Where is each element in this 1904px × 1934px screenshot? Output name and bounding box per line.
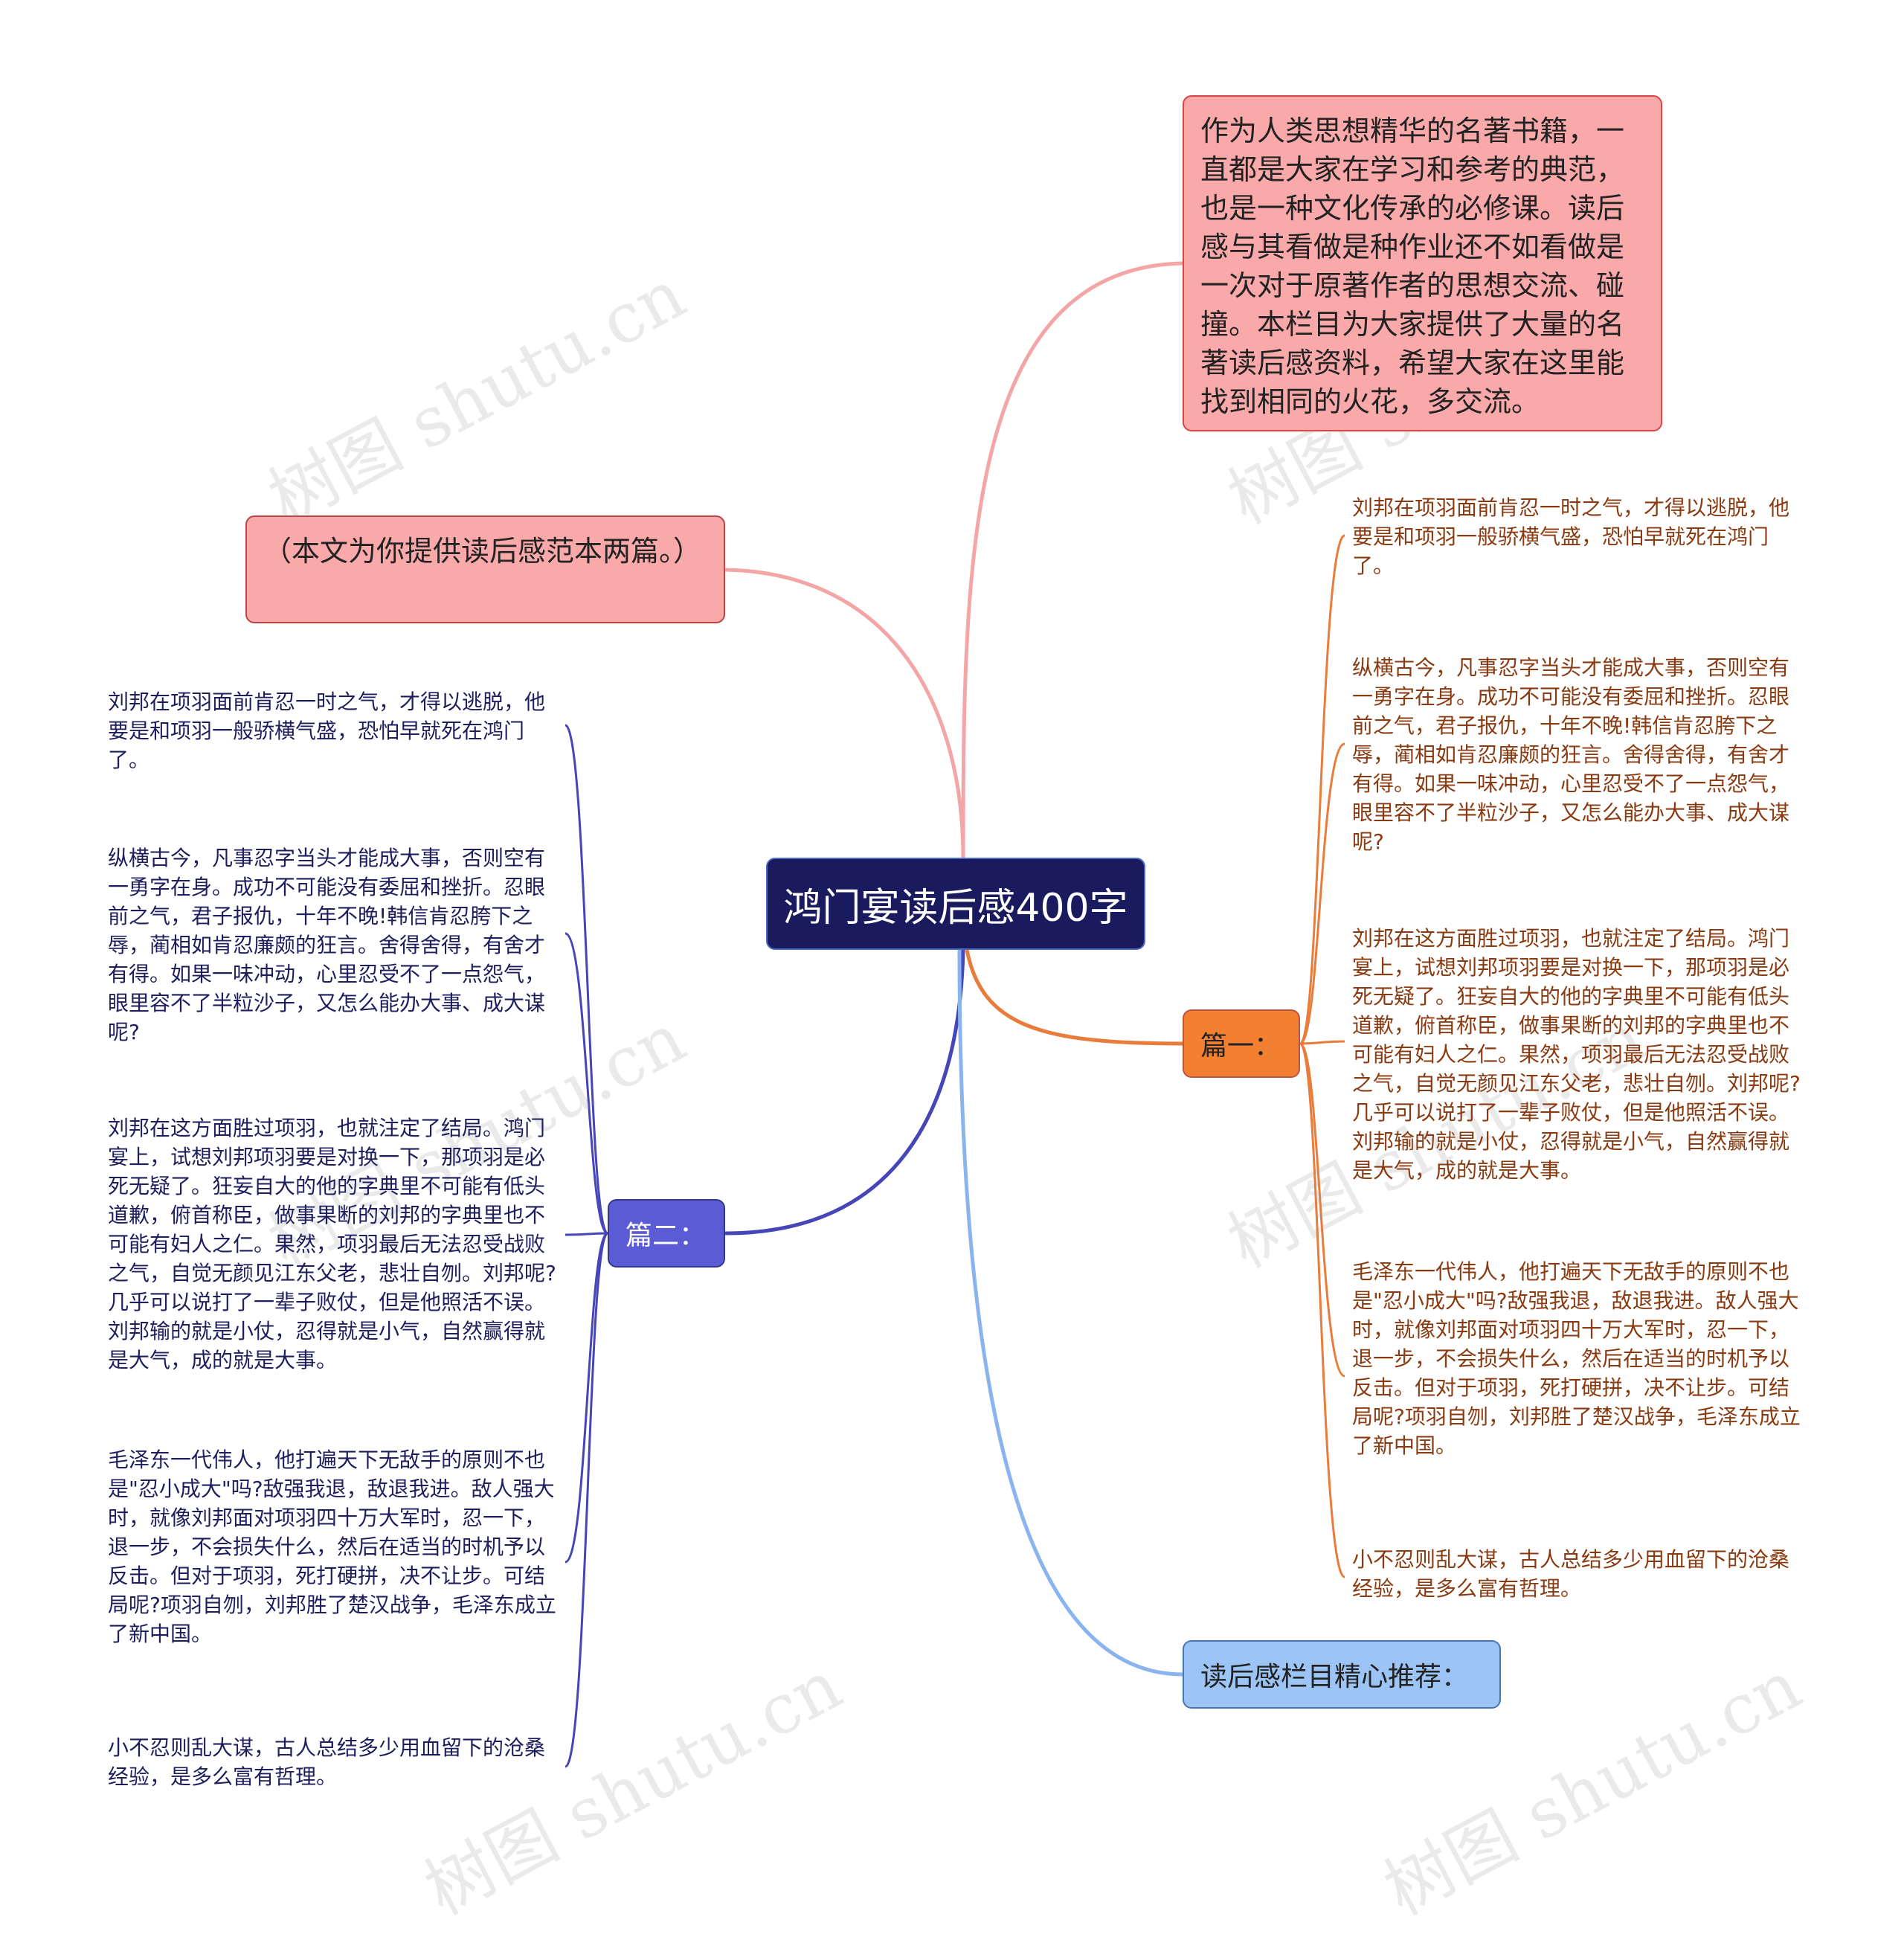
part1-leaf-5[interactable]: 小不忍则乱大谋，古人总结多少用血留下的沧桑经验，是多么富有哲理。	[1352, 1547, 1790, 1601]
mindmap-links	[564, 261, 1346, 1768]
note-text: （本文为你提供读后感范本两篇。）	[263, 535, 702, 568]
link-part1-leaf-4	[1299, 1042, 1345, 1378]
part2-leaf-3[interactable]: 刘邦在这方面胜过项羽，也就注定了结局。鸿门宴上，试想刘邦项羽要是对换一下，那项羽…	[108, 1116, 556, 1372]
part2-leaf-5[interactable]: 小不忍则乱大谋，古人总结多少用血留下的沧桑经验，是多么富有哲理。	[108, 1735, 546, 1789]
link-part1	[965, 949, 1183, 1046]
note-node[interactable]: （本文为你提供读后感范本两篇。）	[245, 515, 725, 623]
part2-leaf-1[interactable]: 刘邦在项羽面前肯忍一时之气，才得以逃脱，他要是和项羽一般骄横气盛，恐怕早就死在鸿…	[108, 690, 546, 772]
link-part1-leaf-2	[1299, 742, 1345, 1045]
part1-leaf-1[interactable]: 刘邦在项羽面前肯忍一时之气，才得以逃脱，他要是和项羽一般骄横气盛，恐怕早就死在鸿…	[1352, 495, 1790, 578]
part1-leaf-3[interactable]: 刘邦在这方面胜过项羽，也就注定了结局。鸿门宴上，试想刘邦项羽要是对换一下，那项羽…	[1352, 926, 1801, 1183]
recommend-node[interactable]: 读后感栏目精心推荐：	[1183, 1640, 1501, 1709]
central-topic-label: 鸿门宴读后感400字	[783, 885, 1128, 931]
part1-node[interactable]: 篇一：	[1183, 1009, 1300, 1078]
link-recommend	[957, 949, 1183, 1677]
part1-leaf-2[interactable]: 纵横古今，凡事忍字当头才能成大事，否则空有一勇字在身。成功不可能没有委屈和挫折。…	[1352, 655, 1790, 854]
central-topic[interactable]: 鸿门宴读后感400字	[766, 858, 1145, 950]
link-part2-leaf-5	[564, 1232, 609, 1768]
link-note	[724, 568, 965, 858]
link-intro	[961, 261, 1183, 858]
link-part2-leaf-4	[565, 1232, 608, 1564]
link-part2	[724, 949, 965, 1236]
part2-node[interactable]: 篇二：	[608, 1199, 725, 1268]
link-part1-leaf-1	[1299, 534, 1345, 1045]
intro-text: 作为人类思想精华的名著书籍，一直都是大家在学习和参考的典范，也是一种文化传承的必…	[1200, 115, 1625, 418]
intro-node[interactable]: 作为人类思想精华的名著书籍，一直都是大家在学习和参考的典范，也是一种文化传承的必…	[1183, 95, 1662, 431]
part1-leaf-4[interactable]: 毛泽东一代伟人，他打遍天下无敌手的原则不也是"忍小成大"吗?敌强我退，敌退我进。…	[1352, 1259, 1801, 1458]
part2-leaf-2[interactable]: 纵横古今，凡事忍字当头才能成大事，否则空有一勇字在身。成功不可能没有委屈和挫折。…	[108, 846, 546, 1044]
part2-leaf-4[interactable]: 毛泽东一代伟人，他打遍天下无敌手的原则不也是"忍小成大"吗?敌强我退，敌退我进。…	[108, 1448, 556, 1646]
link-part1-leaf-3	[1299, 1040, 1345, 1045]
recommend-label: 读后感栏目精心推荐：	[1200, 1662, 1469, 1692]
part1-label: 篇一：	[1200, 1031, 1281, 1061]
link-part2-leaf-3	[565, 1232, 608, 1236]
part2-label: 篇二：	[625, 1221, 707, 1251]
link-part2-leaf-1	[564, 724, 609, 1235]
link-part1-leaf-5	[1299, 1042, 1346, 1578]
link-part2-leaf-2	[565, 932, 608, 1235]
